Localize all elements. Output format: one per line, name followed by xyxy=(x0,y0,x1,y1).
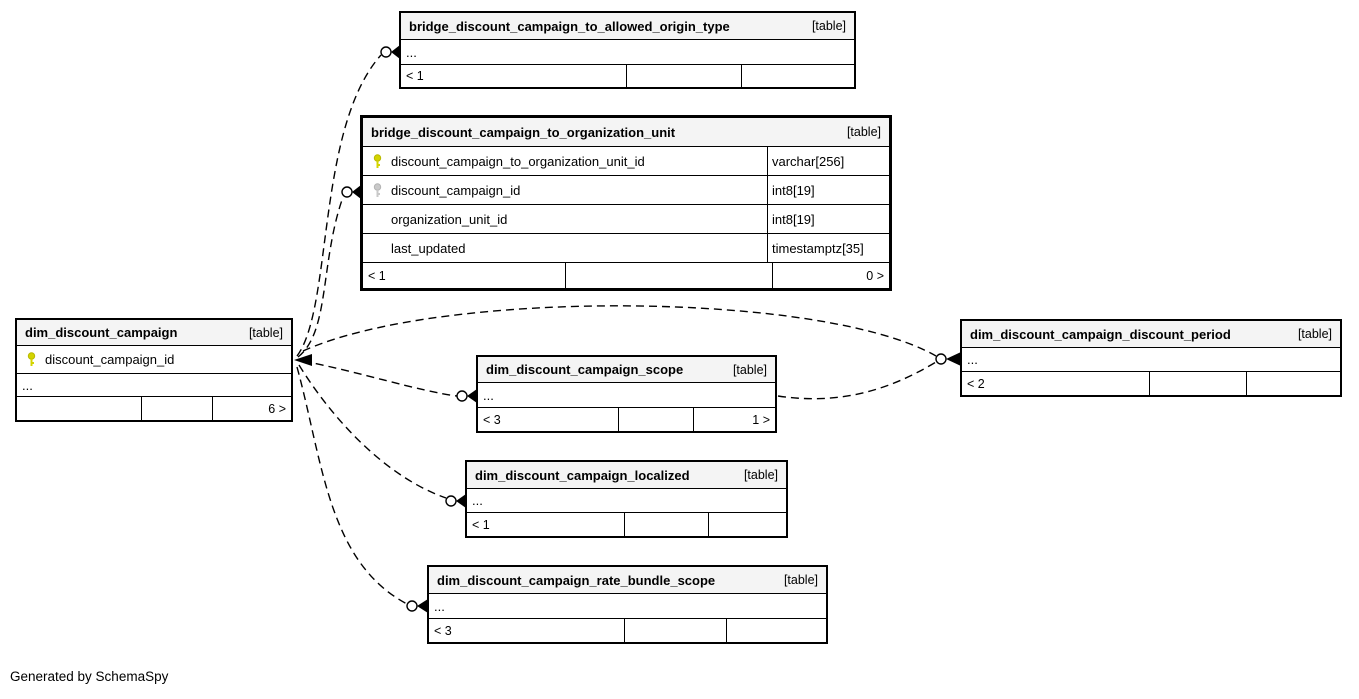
footer-in-degree xyxy=(17,397,142,420)
table-name[interactable]: bridge_discount_campaign_to_allowed_orig… xyxy=(409,18,730,34)
hidden-columns-row: ... xyxy=(401,40,854,65)
table-header[interactable]: dim_discount_campaign_scope [table] xyxy=(478,357,775,383)
table-dim-discount-campaign[interactable]: dim_discount_campaign [table] discount_c… xyxy=(15,318,293,422)
relationship-line xyxy=(298,364,447,499)
table-bridge-discount-campaign-to-organization-unit[interactable]: bridge_discount_campaign_to_organization… xyxy=(360,115,892,291)
parent-arrowhead xyxy=(294,354,312,366)
table-dim-discount-campaign-discount-period[interactable]: dim_discount_campaign_discount_period [t… xyxy=(960,319,1342,397)
relationship-line xyxy=(777,361,937,400)
table-header[interactable]: dim_discount_campaign_localized [table] xyxy=(467,462,786,489)
table-footer: 6 > xyxy=(17,397,291,420)
column-type: int8[19] xyxy=(767,176,889,204)
footer-middle xyxy=(625,513,709,536)
table-footer: < 1 0 > xyxy=(363,263,889,288)
table-header[interactable]: dim_discount_campaign_discount_period [t… xyxy=(962,321,1340,348)
table-header[interactable]: dim_discount_campaign [table] xyxy=(17,320,291,346)
table-name[interactable]: dim_discount_campaign_discount_period xyxy=(970,326,1231,342)
column-row: organization_unit_id int8[19] xyxy=(363,205,889,234)
table-header[interactable]: bridge_discount_campaign_to_organization… xyxy=(363,118,889,147)
column-name: discount_campaign_id xyxy=(45,352,175,367)
zero-circle xyxy=(445,495,457,507)
hidden-columns-row: ... xyxy=(17,374,291,397)
relationship-line xyxy=(302,360,458,397)
column-type: varchar[256] xyxy=(767,147,889,175)
table-dim-discount-campaign-rate-bundle-scope[interactable]: dim_discount_campaign_rate_bundle_scope … xyxy=(427,565,828,644)
footer-in-degree: < 1 xyxy=(467,513,625,536)
footer-middle xyxy=(1150,372,1247,395)
zero-circle xyxy=(406,600,418,612)
column-name: organization_unit_id xyxy=(391,211,508,227)
table-name[interactable]: dim_discount_campaign_scope xyxy=(486,362,684,377)
hidden-columns-row: ... xyxy=(962,348,1340,372)
table-header[interactable]: bridge_discount_campaign_to_allowed_orig… xyxy=(401,13,854,40)
hidden-columns-row: ... xyxy=(478,383,775,408)
footer-out-degree: 6 > xyxy=(268,401,286,416)
hidden-columns-row: ... xyxy=(467,489,786,513)
zero-circle xyxy=(456,390,468,402)
table-name[interactable]: dim_discount_campaign xyxy=(25,325,178,340)
footer-in-degree: < 2 xyxy=(962,372,1150,395)
relationship-line xyxy=(296,54,382,357)
table-header[interactable]: dim_discount_campaign_rate_bundle_scope … xyxy=(429,567,826,594)
primary-key-icon xyxy=(371,153,384,169)
footer-middle xyxy=(627,65,742,87)
footer-middle xyxy=(619,408,694,431)
column-row: discount_campaign_id int8[19] xyxy=(363,176,889,205)
table-name[interactable]: dim_discount_campaign_rate_bundle_scope xyxy=(437,572,716,588)
relationship-line xyxy=(302,305,937,357)
footer-middle xyxy=(142,397,213,420)
column-type: int8[19] xyxy=(767,205,889,233)
table-footer: < 3 xyxy=(429,619,826,642)
footer-out-degree: 1 > xyxy=(752,412,770,427)
table-tag: [table] xyxy=(846,125,881,139)
table-name[interactable]: dim_discount_campaign_localized xyxy=(475,467,690,483)
table-tag: [table] xyxy=(732,362,767,377)
column-type: timestamptz[35] xyxy=(767,234,889,262)
footer-in-degree: < 3 xyxy=(478,408,619,431)
footer-out-degree: 0 > xyxy=(866,268,884,283)
table-footer: < 1 xyxy=(401,65,854,87)
relationship-line xyxy=(296,366,408,605)
zero-circle xyxy=(380,46,392,58)
table-tag: [table] xyxy=(811,19,846,33)
table-tag: [table] xyxy=(248,325,283,340)
footer-in-degree: < 3 xyxy=(429,619,625,642)
table-footer: < 2 xyxy=(962,372,1340,395)
column-name: discount_campaign_to_organization_unit_i… xyxy=(391,153,645,169)
hidden-columns-row: ... xyxy=(429,594,826,619)
column-name: last_updated xyxy=(391,240,466,256)
footer-in-degree: < 1 xyxy=(401,65,627,87)
column-row: discount_campaign_to_organization_unit_i… xyxy=(363,147,889,176)
footer-out-degree xyxy=(1247,372,1340,395)
foreign-key-icon xyxy=(371,182,384,198)
footer-out-degree xyxy=(727,619,826,642)
table-tag: [table] xyxy=(783,573,818,587)
table-bridge-discount-campaign-to-allowed-origin-type[interactable]: bridge_discount_campaign_to_allowed_orig… xyxy=(399,11,856,89)
zero-circle xyxy=(935,353,947,365)
footer-out-degree xyxy=(742,65,854,87)
table-name[interactable]: bridge_discount_campaign_to_organization… xyxy=(371,124,676,140)
zero-circle xyxy=(341,186,353,198)
footer-out-degree xyxy=(709,513,786,536)
column-name: discount_campaign_id xyxy=(391,182,521,198)
primary-key-icon xyxy=(25,352,38,367)
table-dim-discount-campaign-scope[interactable]: dim_discount_campaign_scope [table] ... … xyxy=(476,355,777,433)
column-row: last_updated timestamptz[35] xyxy=(363,234,889,263)
table-dim-discount-campaign-localized[interactable]: dim_discount_campaign_localized [table] … xyxy=(465,460,788,538)
relationship-line xyxy=(297,196,344,358)
generator-note: Generated by SchemaSpy xyxy=(10,669,169,684)
table-footer: < 1 xyxy=(467,513,786,536)
footer-in-degree: < 1 xyxy=(363,263,566,288)
table-footer: < 3 1 > xyxy=(478,408,775,431)
footer-middle xyxy=(566,263,773,288)
footer-middle xyxy=(625,619,727,642)
table-tag: [table] xyxy=(743,468,778,482)
crow-foot-arrows xyxy=(294,45,961,613)
column-row: discount_campaign_id xyxy=(17,346,291,374)
table-tag: [table] xyxy=(1297,327,1332,341)
